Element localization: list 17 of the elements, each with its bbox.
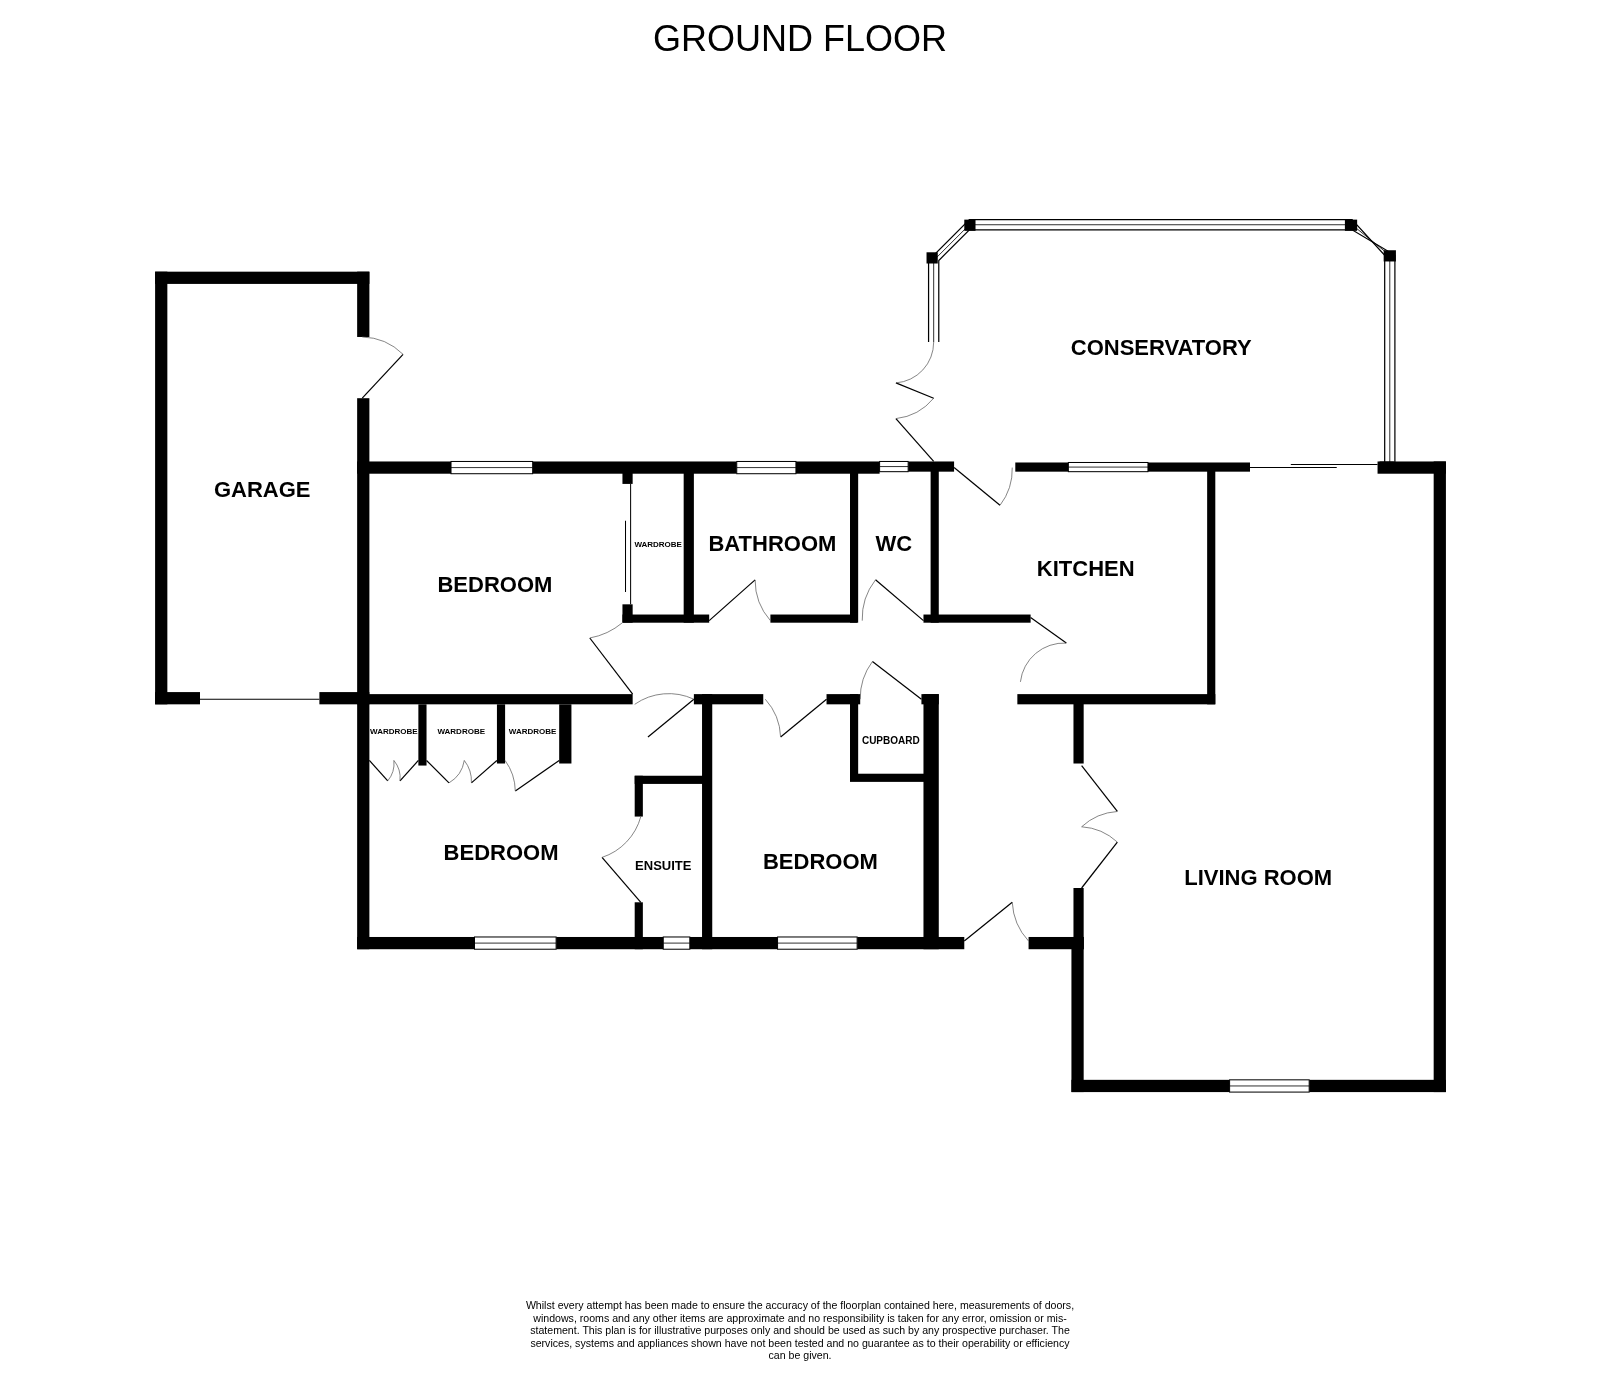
room-label: LIVING ROOM: [1184, 864, 1333, 891]
disclaimer-text: Whilst every attempt has been made to ensure the accuracy of the floorplan contained here, measurements of doors, windows, rooms and any other items are approximate and no responsibility is taken for any error, omission or mis-statement. This plan is for illustrative purposes only and should be used as such by any prospective purchaser. The services, systems and appliances shown have not been tested and no guarantee as to their operability or efficiency can be given.: [525, 1299, 1075, 1362]
room-label: ENSUITE: [635, 857, 692, 873]
room-label: BEDROOM: [437, 571, 553, 598]
room-label: WARDROBE: [634, 539, 682, 549]
plan-title: GROUND FLOOR: [652, 18, 948, 60]
room-label: CUPBOARD: [861, 734, 920, 746]
room-label: WC: [875, 530, 913, 557]
room-label: GARAGE: [213, 476, 311, 503]
room-label: BEDROOM: [762, 849, 878, 876]
room-label: CONSERVATORY: [1070, 334, 1252, 361]
room-label: WARDROBE: [437, 726, 485, 736]
room-label: BEDROOM: [443, 840, 559, 867]
room-label: WARDROBE: [370, 726, 418, 736]
room-label: KITCHEN: [1036, 556, 1135, 583]
room-label: WARDROBE: [508, 726, 557, 736]
room-label: BATHROOM: [708, 530, 837, 557]
